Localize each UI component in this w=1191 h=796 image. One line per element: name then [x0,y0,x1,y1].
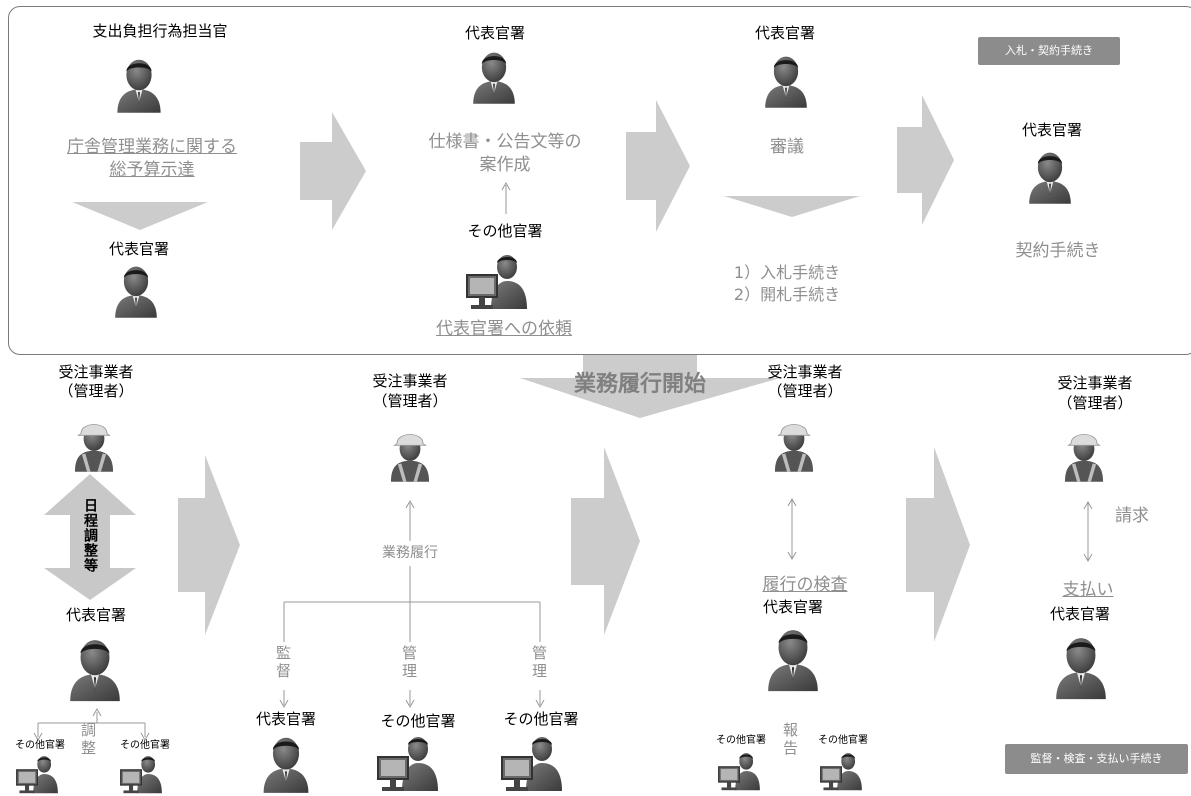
work-performance-label: 業務履行 [382,545,438,561]
other-office-small-label: その他官署 [716,735,766,746]
funding-officer-label: 支出負担行為担当官 [92,22,228,40]
rep-office-label: 代表官署 [108,240,170,258]
arrow-right-6 [906,447,970,642]
arrow-double-schedule [44,474,136,600]
officer-icon [1050,630,1112,702]
contractor-label: 受注事業者 [58,363,134,381]
officer-icon [1024,146,1076,206]
budget-line-2: 総予算示達 [109,160,195,180]
officer-icon [762,622,824,694]
manager-label: （管理者） [58,382,134,400]
arrow-right-4 [178,455,240,635]
worker-icon [384,418,436,490]
invoice-label: 請求 [1115,506,1149,526]
rep-office-label: 代表官署 [65,606,127,624]
desk-worker-icon [716,750,764,792]
inspection-label: 履行の検査 [762,575,848,595]
arrow-right-2 [626,100,690,232]
rep-office-label: 代表官署 [762,598,824,616]
manage-label: 管理 [400,645,418,681]
contractor-label: 受注事業者 [767,363,843,381]
rep-office-label: 代表官署 [464,24,526,42]
other-office-small-label: その他官署 [818,735,868,746]
arrow-right-3 [897,95,954,225]
spec-line-1: 仕様書・公告文等の [428,132,582,152]
desk-worker-icon [462,253,534,309]
bidding-badge: 入札・契約手続き [978,37,1120,65]
worker-icon [68,410,120,478]
bidding-process-panel [8,6,1191,355]
manager-label: （管理者） [1057,394,1133,412]
contract-procedure-label: 契約手続き [1015,241,1101,261]
officer-icon [110,262,162,318]
arrow-right-1 [300,112,366,230]
arrow-start-work [520,355,780,418]
manager-label: （管理者） [767,382,843,400]
rep-office-label: 代表官署 [754,24,816,42]
rep-office-label: 代表官署 [255,710,317,728]
arrow-down-2 [724,196,860,217]
officer-icon [468,46,520,106]
officer-icon [64,632,126,704]
other-office-small-label: その他官署 [15,740,65,751]
other-office-label: その他官署 [467,222,543,240]
desk-worker-icon [818,750,866,792]
officer-icon [112,48,166,120]
supervise-label: 監督 [274,645,292,681]
contractor-label: 受注事業者 [372,372,448,390]
request-to-rep-office: 代表官署への依頼 [436,319,572,339]
desk-worker-icon [14,754,62,794]
arrow-right-5 [571,447,640,635]
other-office-small-label: その他官署 [120,740,170,751]
contractor-label: 受注事業者 [1057,374,1133,392]
desk-worker-icon [118,754,166,794]
schedule-coordination-label: 日程調整等 [82,498,98,573]
worker-icon [1058,418,1110,490]
bid-step-2: 2）開札手続き [733,285,841,304]
rep-office-label: 代表官署 [1021,121,1083,139]
coordinate-label: 調整 [79,722,97,758]
other-office-label: その他官署 [503,710,579,728]
work-start-banner: 業務履行開始 [573,372,707,397]
rep-office-label: 代表官署 [1049,605,1111,623]
deliberation-label: 審議 [770,137,804,157]
inspection-payment-badge: 監督・検査・支払い手続き [1005,744,1188,774]
manager-label: （管理者） [372,392,448,410]
other-office-label: その他官署 [380,712,456,730]
desk-worker-icon [498,734,568,792]
spec-line-2: 案作成 [479,155,531,175]
worker-icon [768,408,820,480]
budget-line-1: 庁舎管理業務に関する [67,137,237,157]
manage-label: 管理 [530,645,548,681]
arrow-down-1 [72,202,208,230]
officer-icon [258,732,314,794]
payment-label: 支払い [1062,580,1114,600]
bid-step-1: 1）入札手続き [733,263,841,282]
report-label: 報告 [781,722,799,758]
desk-worker-icon [374,734,444,792]
officer-icon [760,50,812,110]
